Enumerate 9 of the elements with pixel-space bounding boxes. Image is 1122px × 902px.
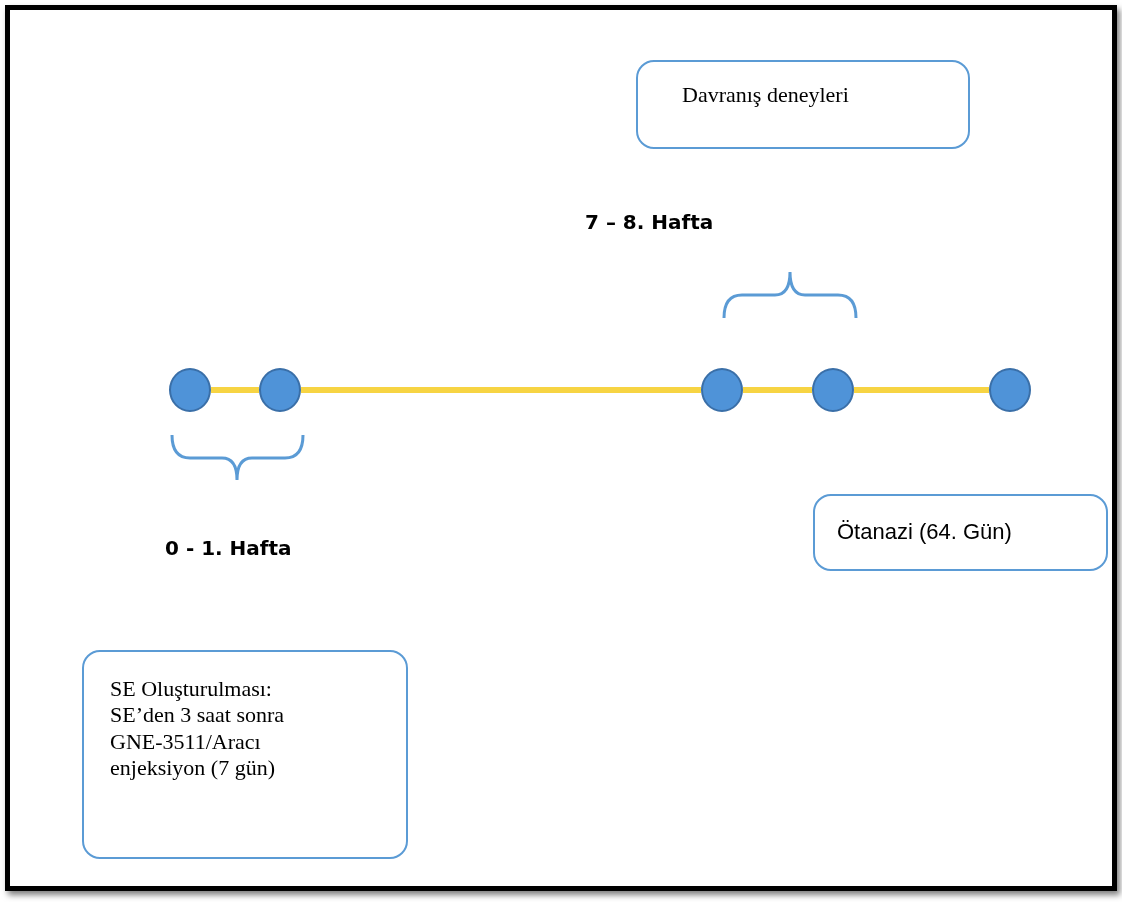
timeline-line: [854, 387, 989, 393]
step-box: Ötanazi (64. Gün): [813, 494, 1108, 571]
step-box: Davranış deneyleri: [636, 60, 970, 149]
week-label: 7 – 8. Hafta: [585, 210, 714, 234]
timeline-line: [301, 387, 701, 393]
step-box: SE Oluşturulması: SE’den 3 saat sonra GNE-3511/Aracı enjeksiyon (7 gün): [82, 650, 408, 859]
timeline-line: [211, 387, 259, 393]
timeline-line: [743, 387, 812, 393]
week-label: 0 - 1. Hafta: [165, 536, 292, 560]
